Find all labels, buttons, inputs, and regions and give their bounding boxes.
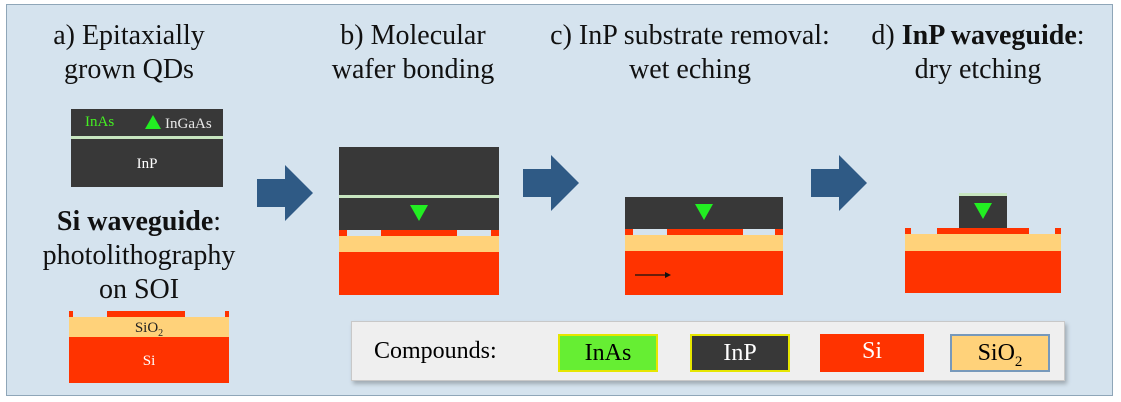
si-substrate xyxy=(69,337,229,383)
box-oxide-layer xyxy=(339,236,499,252)
legend-label-inas: InAs xyxy=(584,340,632,366)
step-d-line1: d) InP waveguide: xyxy=(853,19,1103,53)
wetting-layer xyxy=(71,136,223,139)
si-pad-left xyxy=(625,229,633,235)
quantum-dot-icon xyxy=(145,115,161,129)
final-device xyxy=(905,193,1061,293)
step-a-title: a) Epitaxially grown QDs xyxy=(29,19,229,87)
step-c-line2: wet eching xyxy=(628,54,752,85)
legend-label-si: Si xyxy=(861,338,882,364)
si-substrate xyxy=(905,251,1061,293)
si-pad-left xyxy=(905,228,911,234)
sio2-base: SiO xyxy=(134,320,159,336)
legend-swatch-si: Si xyxy=(820,334,924,372)
bonded-wafer xyxy=(339,147,499,295)
inp-label: InP xyxy=(136,156,158,172)
wetting-layer xyxy=(959,193,1007,196)
legend: Compounds: InAs InP Si SiO2 xyxy=(351,321,1065,381)
legend-title: Compounds: xyxy=(374,338,497,364)
diagram-panel: a) Epitaxially grown QDs b) Molecular wa… xyxy=(6,4,1113,396)
step-b-line2: wafer bonding xyxy=(331,54,495,85)
inp-substrate xyxy=(71,139,223,187)
ingaas-layer xyxy=(71,109,223,136)
wetting-layer xyxy=(339,195,499,198)
step-a-line1: a) Epitaxially xyxy=(53,20,205,51)
legend-swatch-inas: InAs xyxy=(558,334,658,372)
si-substrate xyxy=(339,252,499,295)
si-step-suffix: : xyxy=(213,206,222,237)
step-b-line1: b) Molecular xyxy=(340,20,486,51)
legend-label-inp: InP xyxy=(723,340,757,366)
si-waveguide-rib xyxy=(937,228,1029,234)
si-pad-right xyxy=(775,229,783,235)
step-b-title: b) Molecular wafer bonding xyxy=(323,19,503,87)
inas-label: InAs xyxy=(85,114,115,130)
step-d-prefix: d) xyxy=(871,20,902,51)
thinned-wafer xyxy=(625,197,783,295)
legend-label-sio2: SiO xyxy=(977,340,1015,366)
si-step-line3: on SOI xyxy=(98,274,180,305)
ingaas-label: InGaAs xyxy=(165,116,212,132)
si-step-bold: Si waveguide xyxy=(56,206,214,237)
soi-stack: SiO2 Si xyxy=(69,311,229,383)
legend-label-sio2-sub: 2 xyxy=(1014,353,1023,370)
inp-substrate xyxy=(339,147,499,195)
si-waveguide-rib xyxy=(107,311,185,317)
step-d-suffix: : xyxy=(1076,20,1085,51)
si-pad-left xyxy=(339,230,347,236)
si-label: Si xyxy=(142,353,156,369)
step-c-line1: c) InP substrate removal: xyxy=(550,20,830,51)
si-pad-right xyxy=(491,230,499,236)
box-oxide-layer xyxy=(69,317,229,337)
si-pad-right xyxy=(1055,228,1061,234)
sio2-subscript: 2 xyxy=(158,328,164,339)
si-step-line2: photolithography xyxy=(42,240,236,271)
si-waveguide-rib xyxy=(381,230,457,236)
quantum-dot-icon xyxy=(410,205,428,221)
quantum-dot-icon xyxy=(695,204,713,220)
quantum-dot-icon xyxy=(974,203,992,219)
legend-swatch-sio2: SiO2 xyxy=(950,334,1050,372)
step-d-line2: dry etching xyxy=(914,54,1042,85)
step-d-bold: InP waveguide xyxy=(901,20,1077,51)
legend-swatch-inp: InP xyxy=(690,334,790,372)
box-oxide-layer xyxy=(905,234,1061,251)
step-c-title: c) InP substrate removal: wet eching xyxy=(535,19,845,87)
si-step-text: Si waveguide: photolithography on SOI xyxy=(39,205,239,307)
step-d-title: d) InP waveguide: dry etching xyxy=(853,19,1103,87)
box-oxide-layer xyxy=(625,235,783,251)
si-step-line1: Si waveguide: xyxy=(39,205,239,239)
si-waveguide-rib xyxy=(667,229,743,235)
arrow-right-icon xyxy=(523,155,579,211)
arrow-right-icon xyxy=(257,165,313,221)
sio2-label: SiO2 xyxy=(69,319,229,343)
small-arrow-icon xyxy=(635,272,671,278)
si-pad-right xyxy=(225,311,229,317)
si-substrate xyxy=(625,251,783,295)
step-a-line2: grown QDs xyxy=(64,54,194,85)
si-pad-left xyxy=(69,311,73,317)
arrow-right-icon xyxy=(811,155,867,211)
epi-stack: InAs InGaAs InP xyxy=(71,109,223,187)
